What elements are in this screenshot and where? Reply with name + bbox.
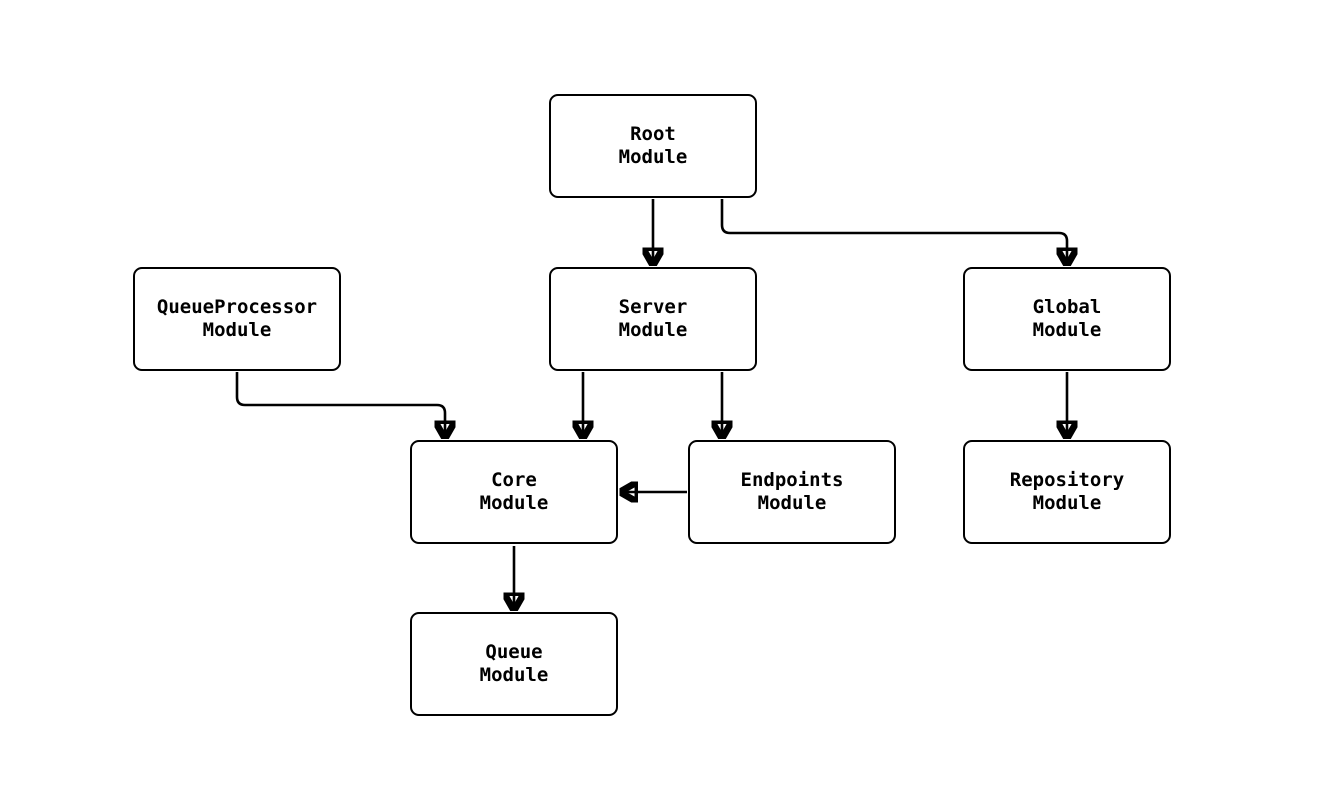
node-label: Server Module	[618, 296, 688, 341]
edge-queueprocessor-to-core	[235, 372, 445, 438]
node-global-module: Global Module	[963, 267, 1171, 371]
node-label: Queue Module	[479, 641, 549, 686]
node-label: Global Module	[1032, 296, 1102, 341]
node-label: Core Module	[479, 469, 549, 514]
node-core-module: Core Module	[410, 440, 618, 544]
node-queueprocessor-module: QueueProcessor Module	[133, 267, 341, 371]
node-label: Root Module	[618, 123, 688, 168]
node-queue-module: Queue Module	[410, 612, 618, 716]
node-label: Endpoints Module	[740, 469, 844, 514]
node-label: Repository Module	[1009, 469, 1125, 514]
node-repository-module: Repository Module	[963, 440, 1171, 544]
edge-root-to-global	[720, 199, 1067, 265]
node-server-module: Server Module	[549, 267, 757, 371]
node-root-module: Root Module	[549, 94, 757, 198]
node-label: QueueProcessor Module	[156, 296, 318, 341]
node-endpoints-module: Endpoints Module	[688, 440, 896, 544]
